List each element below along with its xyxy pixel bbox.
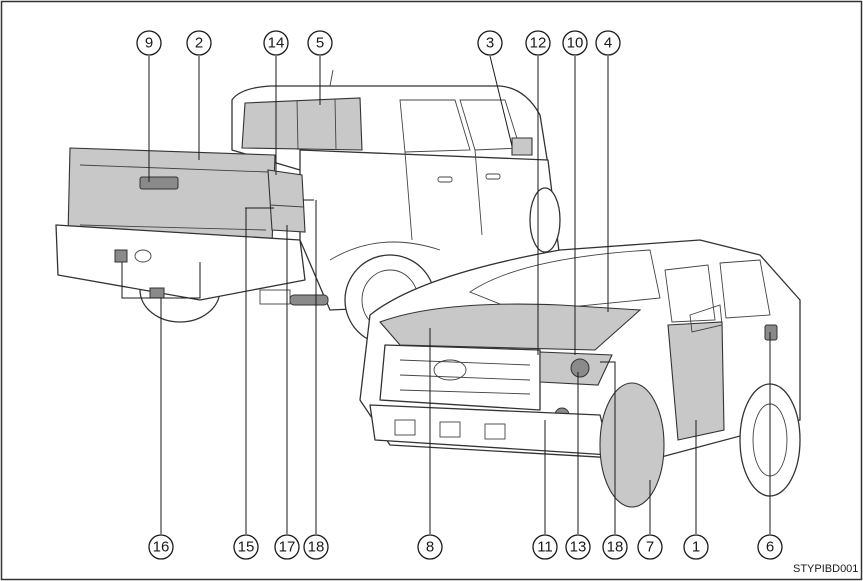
tailgate-handle xyxy=(139,176,179,190)
svg-text:14: 14 xyxy=(268,35,285,52)
callout-5: 5 xyxy=(307,30,333,56)
svg-text:2: 2 xyxy=(195,35,203,52)
callout-11: 11 xyxy=(532,534,558,560)
svg-text:4: 4 xyxy=(604,35,612,52)
svg-text:8: 8 xyxy=(426,539,434,556)
callout-9: 9 xyxy=(136,30,162,56)
callout-13: 13 xyxy=(565,534,591,560)
callout-14: 14 xyxy=(263,30,289,56)
svg-text:18: 18 xyxy=(607,539,624,556)
svg-text:16: 16 xyxy=(153,539,170,556)
svg-text:9: 9 xyxy=(145,35,153,52)
side-mirror-rear-view xyxy=(511,137,533,156)
svg-text:12: 12 xyxy=(530,35,547,52)
callout-15: 15 xyxy=(233,534,259,560)
callout-2: 2 xyxy=(186,30,212,56)
callout-16: 16 xyxy=(148,534,174,560)
callout-8: 8 xyxy=(417,534,443,560)
leader-lines xyxy=(121,55,771,534)
svg-text:5: 5 xyxy=(316,35,324,52)
callout-3: 3 xyxy=(477,30,503,56)
svg-text:1: 1 xyxy=(692,539,700,556)
svg-text:11: 11 xyxy=(537,539,553,556)
callout-1: 1 xyxy=(683,534,709,560)
svg-text:18: 18 xyxy=(308,539,325,556)
svg-text:15: 15 xyxy=(238,539,255,556)
tail-light xyxy=(267,169,306,233)
front-tire xyxy=(599,382,665,508)
svg-text:10: 10 xyxy=(567,35,584,52)
callouts-top: 9 2 14 5 3 12 10 4 xyxy=(136,30,621,56)
svg-text:7: 7 xyxy=(646,539,654,556)
figure-code: STYPIBD001 xyxy=(793,563,858,575)
svg-text:13: 13 xyxy=(570,539,587,556)
callout-10: 10 xyxy=(562,30,588,56)
callout-4: 4 xyxy=(595,30,621,56)
front-door xyxy=(667,321,725,441)
callout-18-front: 18 xyxy=(602,534,628,560)
callout-17: 17 xyxy=(274,534,300,560)
callout-18-rear: 18 xyxy=(303,534,329,560)
callout-12: 12 xyxy=(525,30,551,56)
rear-window xyxy=(241,97,363,151)
callout-7: 7 xyxy=(637,534,663,560)
callouts-bottom: 16 15 17 18 8 11 13 18 7 1 6 xyxy=(148,534,783,560)
svg-text:17: 17 xyxy=(279,539,296,556)
svg-text:6: 6 xyxy=(766,539,774,556)
svg-text:3: 3 xyxy=(486,35,494,52)
callout-6: 6 xyxy=(757,534,783,560)
